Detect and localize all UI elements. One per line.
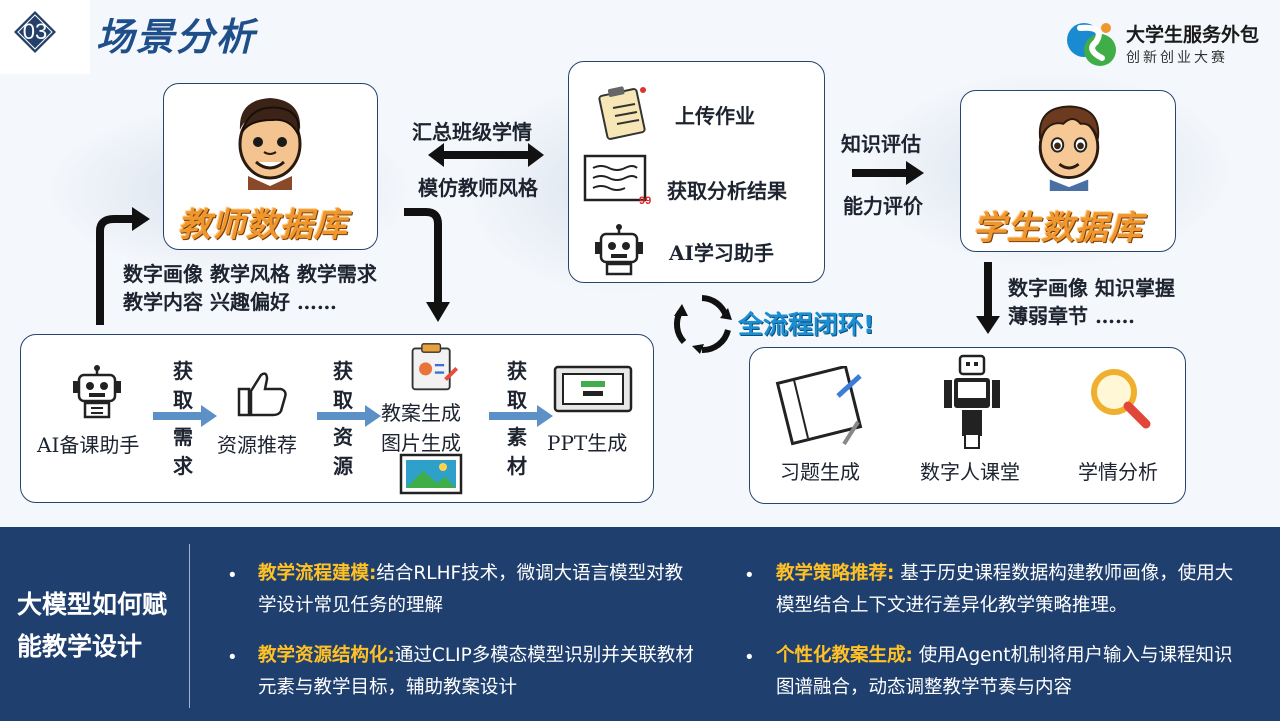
cycle-arrows-icon: [670, 292, 734, 356]
bullet-icon: •: [746, 647, 753, 668]
up-turn-arrow-icon: [88, 205, 152, 327]
page-title: 场景分析: [96, 15, 257, 59]
learning-tools-card: 上传作业 99 获取分析结果 AI学习助手: [568, 61, 825, 283]
lesson-plan-icon: [407, 341, 459, 393]
tool-label-upload: 上传作业: [675, 104, 755, 128]
point-keyword: 教学策略推荐:: [776, 563, 895, 584]
teacher-database-title: 教师数据库: [178, 205, 348, 244]
point-text: 使用Agent机制将用户输入与课程知识图谱融合，动态调整教学节奏与内容: [776, 645, 1233, 698]
brand-subtitle: 创新创业大赛: [1126, 50, 1228, 66]
magnifier-icon: [1088, 366, 1152, 430]
lesson-prep-flow-card: AI备课助手 获取 需求 资源推荐 获取 资源 教案生成 图片生成: [20, 334, 654, 503]
student-attributes-line1: 数字画像 知识掌握: [1008, 276, 1175, 300]
picture-icon: [399, 453, 463, 495]
step1-bottom-label: 需求: [173, 425, 193, 478]
flow-arrow-icon: [317, 405, 381, 427]
point-resource-structuring: 教学资源结构化:通过CLIP多模态模型识别并关联教材元素与教学目标，辅助教案设计: [258, 640, 698, 704]
assessment-label-2: 能力评价: [843, 194, 923, 218]
point-keyword: 教学资源结构化:: [258, 645, 395, 666]
vertical-divider: [189, 544, 190, 708]
diamond-icon: [13, 10, 57, 54]
bottom-heading: 大模型如何赋能教学设计: [17, 590, 168, 661]
teacher-database-card: 教师数据库: [163, 83, 378, 250]
presentation-icon: [553, 365, 633, 415]
brand-title: 大学生服务外包: [1126, 24, 1260, 46]
notebook-icon: [774, 366, 870, 448]
bullet-icon: •: [746, 565, 753, 586]
digital-human-icon: [936, 354, 1008, 450]
point-text: 基于历史课程数据构建教师画像，使用大模型结合上下文进行差异化教学策略推理。: [776, 563, 1234, 616]
tool-label-analysis: 获取分析结果: [667, 179, 787, 203]
point-keyword: 教学流程建模:: [258, 563, 377, 584]
bidirectional-arrow-icon: [428, 143, 544, 167]
clipboard-icon: [595, 82, 653, 140]
learning-analysis-label: 学情分析: [1078, 460, 1158, 484]
resource-recommend-label: 资源推荐: [217, 433, 297, 457]
prep-robot-icon: [69, 365, 125, 421]
point-personalized-plan: 个性化教案生成: 使用Agent机制将用户输入与课程知识图谱融合，动态调整教学节…: [776, 640, 1250, 704]
point-strategy-recommend: 教学策略推荐: 基于历史课程数据构建教师画像，使用大模型结合上下文进行差异化教学…: [776, 558, 1250, 622]
section-number: 03: [22, 19, 48, 44]
flow-arrow-icon: [153, 405, 217, 427]
lesson-plan-label: 教案生成: [381, 401, 461, 425]
teacher-avatar-icon: [220, 90, 320, 190]
right-arrow-icon: [852, 161, 924, 185]
point-text: 通过CLIP多模态模型识别并关联教材元素与教学目标，辅助教案设计: [258, 645, 694, 698]
student-database-card: 学生数据库: [960, 90, 1176, 252]
report-icon: 99: [583, 154, 655, 206]
student-database-title: 学生数据库: [973, 208, 1143, 247]
teacher-attributes-line2: 教学内容 兴趣偏好 ……: [123, 290, 337, 314]
student-avatar-icon: [1021, 95, 1117, 191]
assessment-label-1: 知识评估: [841, 132, 921, 156]
classroom-tools-card: 习题生成 数字人课堂 学情分析: [749, 347, 1186, 504]
bottom-summary-panel: 大模型如何赋能教学设计 • 教学流程建模:结合RLHF技术，微调大语言模型对教学…: [0, 527, 1280, 721]
down-arrow-icon: [976, 262, 1000, 334]
competition-logo-icon: [1062, 14, 1122, 74]
point-process-modeling: 教学流程建模:结合RLHF技术，微调大语言模型对教学设计常见任务的理解: [258, 558, 698, 622]
tool-label-ai-assistant: AI学习助手: [669, 241, 774, 265]
image-gen-label: 图片生成: [381, 431, 461, 455]
point-text: 结合RLHF技术，微调大语言模型对教学设计常见任务的理解: [258, 563, 684, 616]
exchange-label-1: 汇总班级学情: [412, 120, 532, 144]
exchange-label-2: 模仿教师风格: [418, 176, 538, 200]
point-keyword: 个性化教案生成:: [776, 645, 913, 666]
ppt-gen-label: PPT生成: [547, 431, 628, 455]
section-badge: 03: [0, 0, 90, 74]
student-attributes-line2: 薄弱章节 ……: [1008, 304, 1135, 328]
teacher-attributes-line1: 数字画像 教学风格 教学需求: [123, 262, 377, 286]
flow-arrow-icon: [489, 405, 553, 427]
step2-top-label: 获取: [333, 359, 353, 412]
brand-logo-block: 大学生服务外包 创新创业大赛: [1062, 14, 1276, 74]
thumbs-up-icon: [235, 369, 289, 419]
closed-loop-label: 全流程闭环!: [738, 310, 875, 339]
bullet-icon: •: [229, 647, 236, 668]
ai-prep-assistant-label: AI备课助手: [37, 433, 140, 457]
step3-top-label: 获取: [507, 359, 527, 412]
step2-bottom-label: 资源: [333, 425, 353, 478]
step1-top-label: 获取: [173, 359, 193, 412]
bullet-icon: •: [229, 565, 236, 586]
svg-text:99: 99: [639, 195, 651, 206]
digital-class-label: 数字人课堂: [920, 460, 1020, 484]
down-turn-arrow-icon: [402, 206, 454, 324]
robot-icon: [591, 224, 647, 276]
exercise-gen-label: 习题生成: [780, 460, 860, 484]
step3-bottom-label: 素材: [507, 425, 527, 478]
